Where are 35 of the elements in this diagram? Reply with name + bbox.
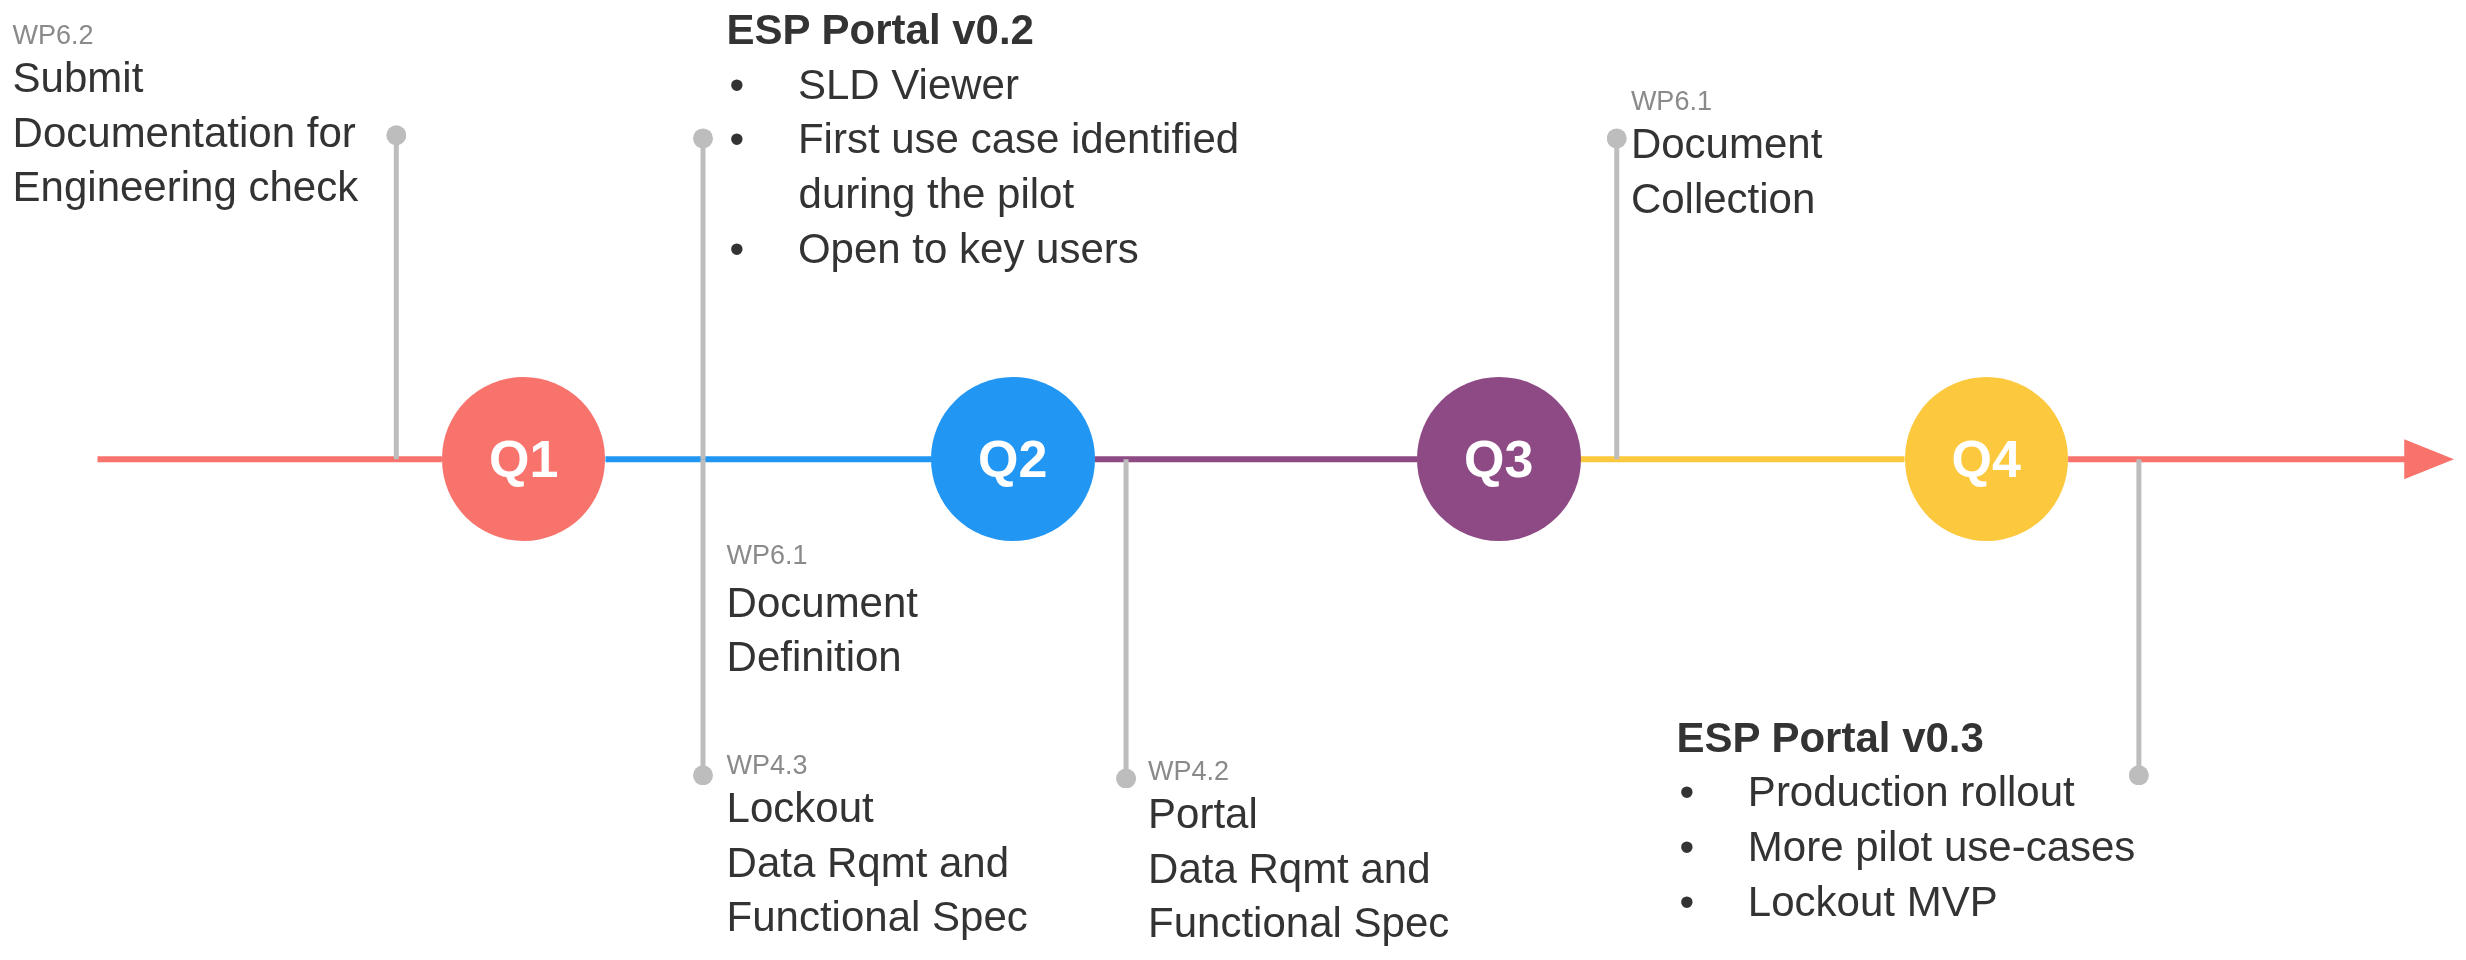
- bullet-item: • More pilot use-cases: [1678, 822, 2137, 873]
- bullet-item: • Production rollout: [1678, 767, 2076, 818]
- work-package-code: WP4.3: [726, 748, 809, 781]
- release-heading: ESP Portal v0.3: [1676, 712, 1985, 763]
- leader-line: [693, 128, 713, 460]
- release-heading: ESP Portal v0.2: [726, 5, 1035, 56]
- work-package-code: WP6.2: [12, 18, 95, 52]
- work-package-code: WP6.1: [726, 539, 808, 572]
- quarter-label: Q4: [1951, 429, 2021, 490]
- quarter-label: Q3: [1464, 429, 1534, 490]
- work-package-code: WP6.1: [1630, 84, 1713, 118]
- leader-line: [1116, 459, 1137, 789]
- timeline-segment: [1094, 456, 1417, 463]
- milestone-text: Portal: [1148, 789, 1259, 840]
- timeline-segment: [1580, 456, 1905, 463]
- bullet-item: • First use case identified during the pilot: [728, 114, 1241, 219]
- timeline-arrow: [2068, 439, 2455, 480]
- leader-line: [2128, 459, 2149, 786]
- milestone-text: Data Rqmt and Functional Spec: [726, 837, 1029, 943]
- milestone-text: Submit Documentation for Engineering check: [12, 53, 360, 213]
- milestone-text: Document Collection: [1630, 119, 1824, 224]
- timeline-segment: [605, 456, 932, 463]
- timeline-segment: [97, 456, 442, 463]
- bullet-item: • Lockout MVP: [1678, 876, 1999, 927]
- bullet-item: • SLD Viewer: [728, 59, 1020, 110]
- leader-line: [693, 459, 713, 786]
- leader-line: [1606, 128, 1627, 460]
- leader-line: [386, 125, 407, 460]
- bullet-item: • Open to key users: [728, 223, 1140, 274]
- quarter-label: Q2: [978, 429, 1048, 490]
- milestone-text: Lockout: [726, 783, 875, 833]
- milestone-text: Data Rqmt and Functional Spec: [1148, 843, 1451, 949]
- quarter-label: Q1: [489, 429, 559, 490]
- work-package-code: WP4.2: [1148, 754, 1231, 788]
- milestone-text: Document Definition: [726, 577, 919, 683]
